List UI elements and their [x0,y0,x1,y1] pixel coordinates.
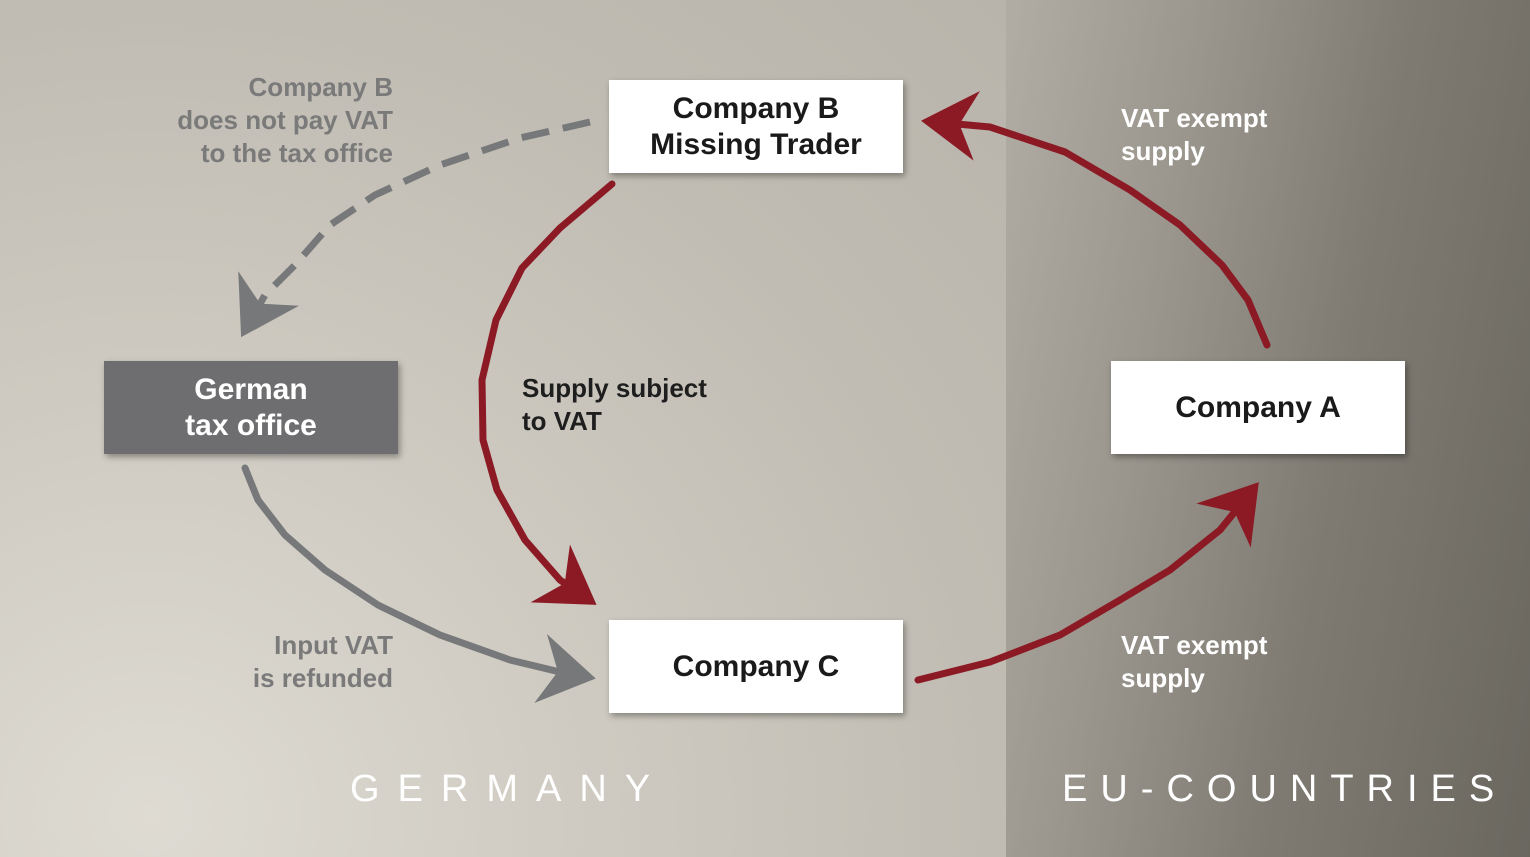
node-german-tax-office: German tax office [104,361,398,454]
edge-label-vat-exempt-supply-top: VAT exempt supply [1121,102,1267,168]
edge-label-line: Input VAT [274,630,393,660]
edge-label-line: does not pay VAT [177,105,393,135]
arrow-c-to-a [914,482,1259,684]
node-company-c-name: Company C [672,649,840,683]
edge-label-line: to VAT [522,406,602,436]
node-company-b: Company B Missing Trader [609,80,903,173]
region-label-eu-countries: EU-COUNTRIES [1062,768,1508,810]
node-tax-office-line1: German [194,372,308,406]
region-label-germany: GERMANY [350,768,669,810]
edge-label-supply-subject-to-vat: Supply subject to VAT [522,372,707,438]
node-tax-office-line2: tax office [185,408,317,442]
edge-label-line: VAT exempt [1121,630,1268,660]
edge-label-input-vat-refunded: Input VAT is refunded [253,629,393,695]
node-company-c: Company C [609,620,903,713]
edge-label-vat-exempt-supply-bottom: VAT exempt supply [1121,629,1267,695]
arrow-tax-office-to-c [241,464,596,703]
arrow-a-to-b [921,90,1271,349]
edge-label-line: supply [1121,663,1205,693]
edge-label-b-does-not-pay-vat: Company B does not pay VAT to the tax of… [177,71,393,170]
node-company-a-name: Company A [1175,390,1341,424]
edge-label-line: to the tax office [200,138,393,168]
edge-label-line: Company B [248,72,393,102]
node-company-a: Company A [1111,361,1405,454]
node-company-b-role: Missing Trader [650,127,862,161]
edge-label-line: VAT exempt [1121,103,1268,133]
arrow-b-to-c [478,180,616,605]
edge-label-line: supply [1121,136,1205,166]
node-company-b-name: Company B [672,91,840,125]
edge-label-line: is refunded [252,663,393,693]
arrow-b-to-tax-office [238,118,591,338]
edge-label-line: Supply subject [522,373,707,403]
